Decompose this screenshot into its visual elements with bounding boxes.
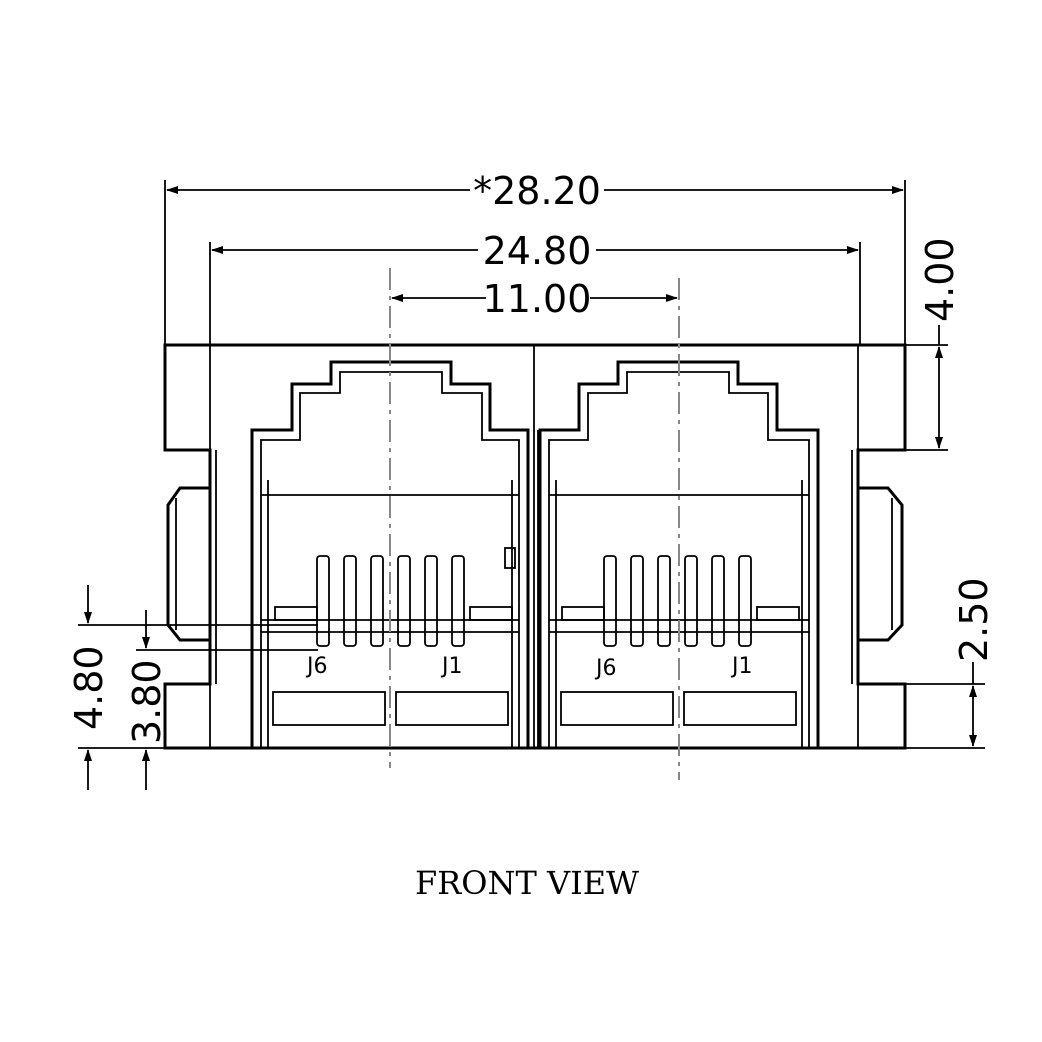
dimension-left-inner: 3.80 [125,610,318,790]
contact-pins-right [603,555,752,647]
port-center-lines [389,268,680,780]
dimension-label-left-outer: 4.80 [67,645,111,730]
dimension-body-width: 24.80 [209,229,861,345]
pin-label-j6: J6 [594,656,617,681]
dimension-overall-width: *28.20 [164,169,906,345]
pin-label-j6: J6 [305,654,328,679]
dimension-label-top-step: 4.00 [918,237,962,322]
pin-label-j1: J1 [730,654,753,679]
dimension-top-step: 4.00 [905,237,962,451]
dimension-label-left-inner: 3.80 [125,659,169,744]
dimension-label-overall-width: *28.20 [473,169,601,213]
dimension-label-right-step: 2.50 [952,577,996,662]
housing-outline [163,343,907,750]
pin-label-j1: J1 [440,654,463,679]
dimension-label-port-pitch: 11.00 [483,277,592,321]
left-latch [166,486,210,642]
dimension-label-body-width: 24.80 [483,229,592,273]
dimension-port-pitch: 11.00 [391,277,678,321]
right-latch [858,486,904,642]
dimension-right-step: 2.50 [905,577,996,749]
view-caption: FRONT VIEW [415,864,639,902]
dimension-left-outer: 4.80 [67,585,318,790]
contact-pins-left [316,555,465,647]
